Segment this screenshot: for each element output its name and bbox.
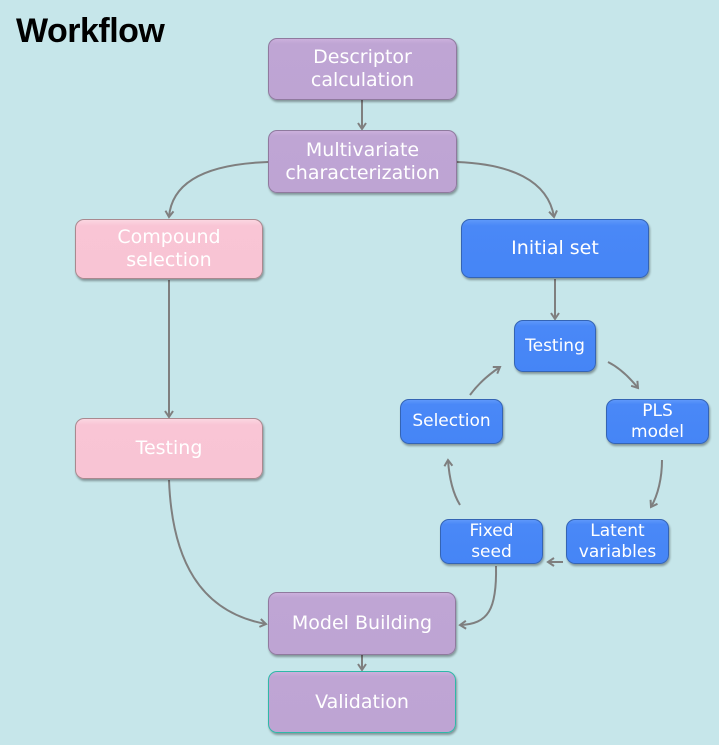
- edge-pls-to-latent: [649, 459, 663, 509]
- edge-testing-to-model: [168, 479, 268, 628]
- diagram-title: Workflow: [16, 12, 165, 50]
- node-label: Latent variables: [578, 521, 657, 562]
- edge-multivariate-to-compound: [164, 161, 269, 219]
- node-label: Validation: [315, 690, 409, 713]
- node-latent-variables: Latent variables: [566, 519, 669, 564]
- node-label: Compound selection: [117, 226, 221, 271]
- node-label: Selection: [412, 411, 491, 432]
- edge-fixed-to-selection: [443, 458, 461, 506]
- node-descriptor-calculation: Descriptor calculation: [268, 38, 457, 100]
- edge-multivariate-to-initial: [456, 161, 558, 219]
- edge-selection-to-testing: [469, 365, 502, 396]
- node-initial-set: Initial set: [461, 219, 649, 278]
- node-testing-cycle: Testing: [514, 320, 596, 372]
- node-multivariate-characterization: Multivariate characterization: [268, 130, 457, 193]
- node-label: Multivariate characterization: [285, 138, 440, 184]
- edge-fixed-to-model: [458, 565, 498, 630]
- node-fixed-seed: Fixed seed: [440, 519, 543, 564]
- node-label: Testing: [135, 437, 203, 460]
- node-label: Fixed seed: [469, 521, 514, 562]
- node-compound-selection: Compound selection: [75, 219, 263, 279]
- node-pls-model: PLS model: [606, 399, 709, 444]
- edge-testing-to-pls: [607, 361, 640, 390]
- node-label: Testing: [525, 335, 585, 356]
- node-label: Initial set: [511, 237, 599, 260]
- node-testing-left: Testing: [75, 418, 263, 479]
- node-label: PLS model: [631, 401, 684, 442]
- node-selection: Selection: [400, 399, 503, 444]
- node-label: Descriptor calculation: [310, 46, 415, 91]
- node-validation: Validation: [268, 671, 456, 733]
- node-label: Model Building: [291, 612, 433, 635]
- node-model-building: Model Building: [268, 592, 456, 655]
